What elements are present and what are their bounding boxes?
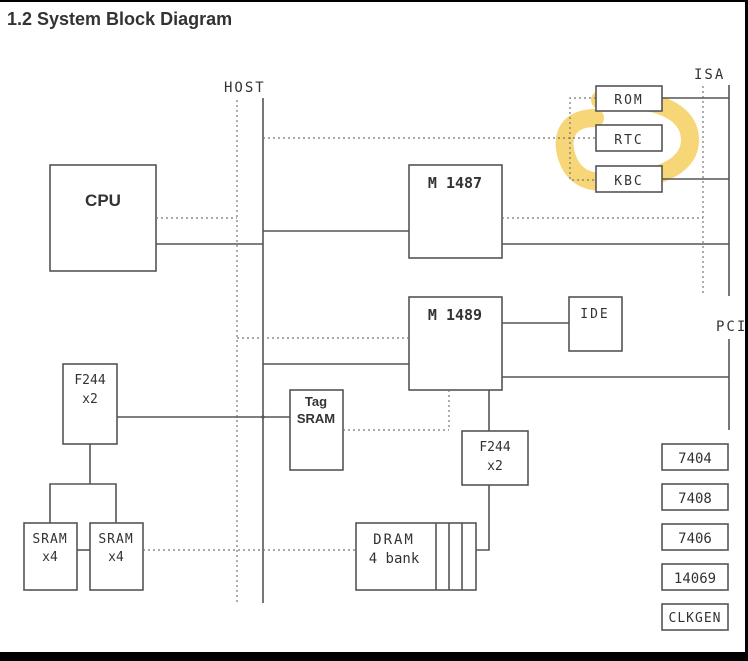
m1487-block xyxy=(408,164,503,259)
chip-14069-label: 14069 xyxy=(674,571,716,587)
chip-7404-label: 7404 xyxy=(678,451,712,467)
f244-left-label-1: F244 xyxy=(74,373,105,388)
dram-label-1: DRAM xyxy=(373,532,415,548)
bottom-border xyxy=(0,652,748,661)
dram-label-2: 4 bank xyxy=(369,551,420,567)
junction-dot xyxy=(261,415,265,419)
chip-7406-label: 7406 xyxy=(678,531,712,547)
m1487-label: M 1487 xyxy=(428,174,482,192)
chip-7406 xyxy=(661,523,729,551)
host-bus-label: HOST xyxy=(224,80,266,96)
page-title: 1.2 System Block Diagram xyxy=(7,9,233,29)
f244-left-label-2: x2 xyxy=(82,392,98,407)
ide-block xyxy=(568,296,623,352)
tag-sram-label-2: SRAM xyxy=(297,411,335,426)
chip-7404 xyxy=(661,443,729,471)
right-border xyxy=(745,0,748,661)
pci-bus-label: PCI xyxy=(716,319,747,335)
m1489-label: M 1489 xyxy=(428,306,482,324)
chip-7408 xyxy=(661,483,729,511)
kbc-block xyxy=(595,165,663,193)
m1489-block xyxy=(408,296,503,391)
chip-14069 xyxy=(661,563,729,591)
rtc-label: RTC xyxy=(614,133,643,148)
sram1-block xyxy=(23,522,78,591)
f244-right-block xyxy=(461,430,529,486)
isa-bus-label: ISA xyxy=(694,67,725,83)
sram2-block xyxy=(89,522,144,591)
cpu-block xyxy=(49,164,157,272)
rtc-block xyxy=(595,124,663,152)
isa-dotted-bracket xyxy=(569,97,596,181)
sram2-label-1: SRAM xyxy=(98,532,133,547)
tag-sram-block xyxy=(289,389,344,471)
clkgen-label: CLKGEN xyxy=(669,611,722,626)
kbc-label: KBC xyxy=(614,174,643,189)
sram1-label-2: x4 xyxy=(42,550,58,565)
rom-label: ROM xyxy=(614,93,643,108)
sram2-label-2: x4 xyxy=(108,550,124,565)
f244-left-block xyxy=(62,363,118,445)
tag-sram-label-1: Tag xyxy=(305,394,327,409)
chip-7408-label: 7408 xyxy=(678,491,712,507)
top-border xyxy=(0,0,748,2)
dram-block xyxy=(355,522,477,591)
cpu-label: CPU xyxy=(85,191,121,210)
f244-right-label-1: F244 xyxy=(479,440,510,455)
clkgen-chip xyxy=(661,603,729,631)
sram1-label-1: SRAM xyxy=(32,532,67,547)
f244-right-label-2: x2 xyxy=(487,459,503,474)
sram-branch-line xyxy=(49,483,117,523)
ide-label: IDE xyxy=(580,307,609,322)
